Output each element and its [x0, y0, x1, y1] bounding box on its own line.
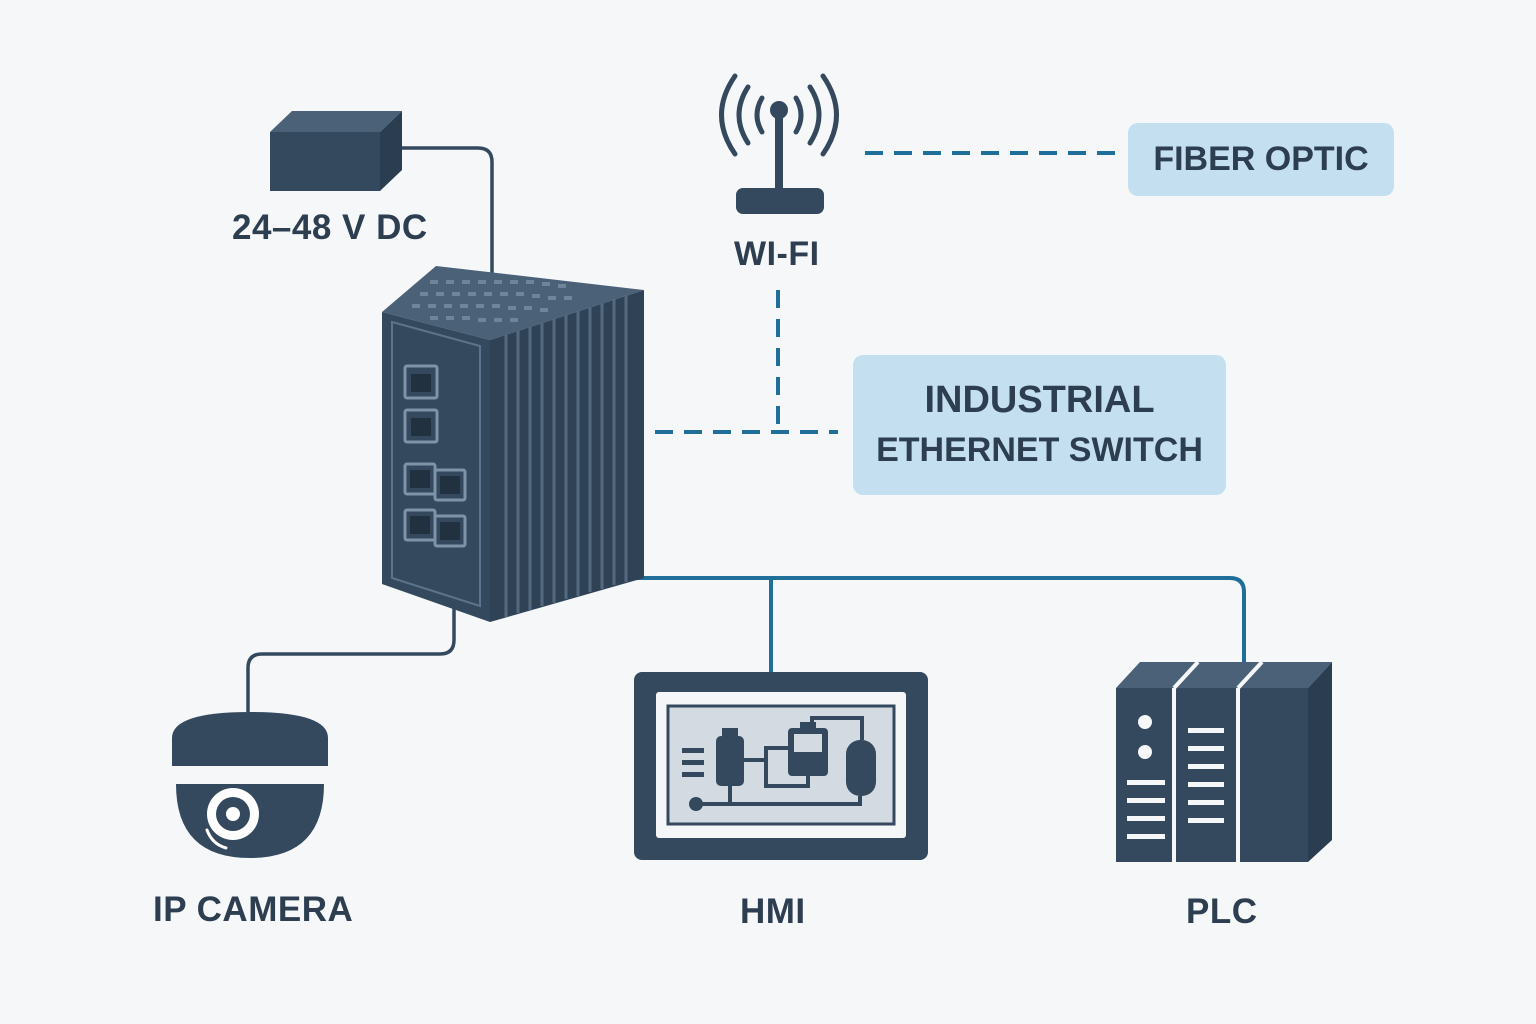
power-supply-label: 24–48 V DC [232, 208, 428, 247]
switch-callout: INDUSTRIAL ETHERNET SWITCH [853, 355, 1226, 495]
camera-cable [246, 603, 456, 712]
hmi-label: HMI [740, 892, 806, 931]
ip-camera-label: IP CAMERA [153, 890, 354, 929]
switch-label-line2: ETHERNET SWITCH [876, 431, 1203, 469]
connection-lines [246, 146, 1246, 712]
power-supply-icon [270, 111, 402, 191]
fiber-optic-callout: FIBER OPTIC [1128, 123, 1394, 196]
plc-label: PLC [1186, 892, 1258, 931]
wifi-label: WI-FI [734, 235, 820, 273]
ethernet-switch-icon [382, 266, 644, 622]
ethernet-bus [612, 576, 1246, 662]
fiber-optic-label: FIBER OPTIC [1153, 140, 1369, 178]
power-cable [398, 146, 494, 295]
hmi-panel-icon [634, 672, 928, 860]
dome-camera-icon [164, 712, 336, 858]
wifi-antenna-icon [719, 73, 839, 214]
plc-rack-icon [1116, 660, 1332, 862]
switch-label-line1: INDUSTRIAL [924, 379, 1155, 421]
